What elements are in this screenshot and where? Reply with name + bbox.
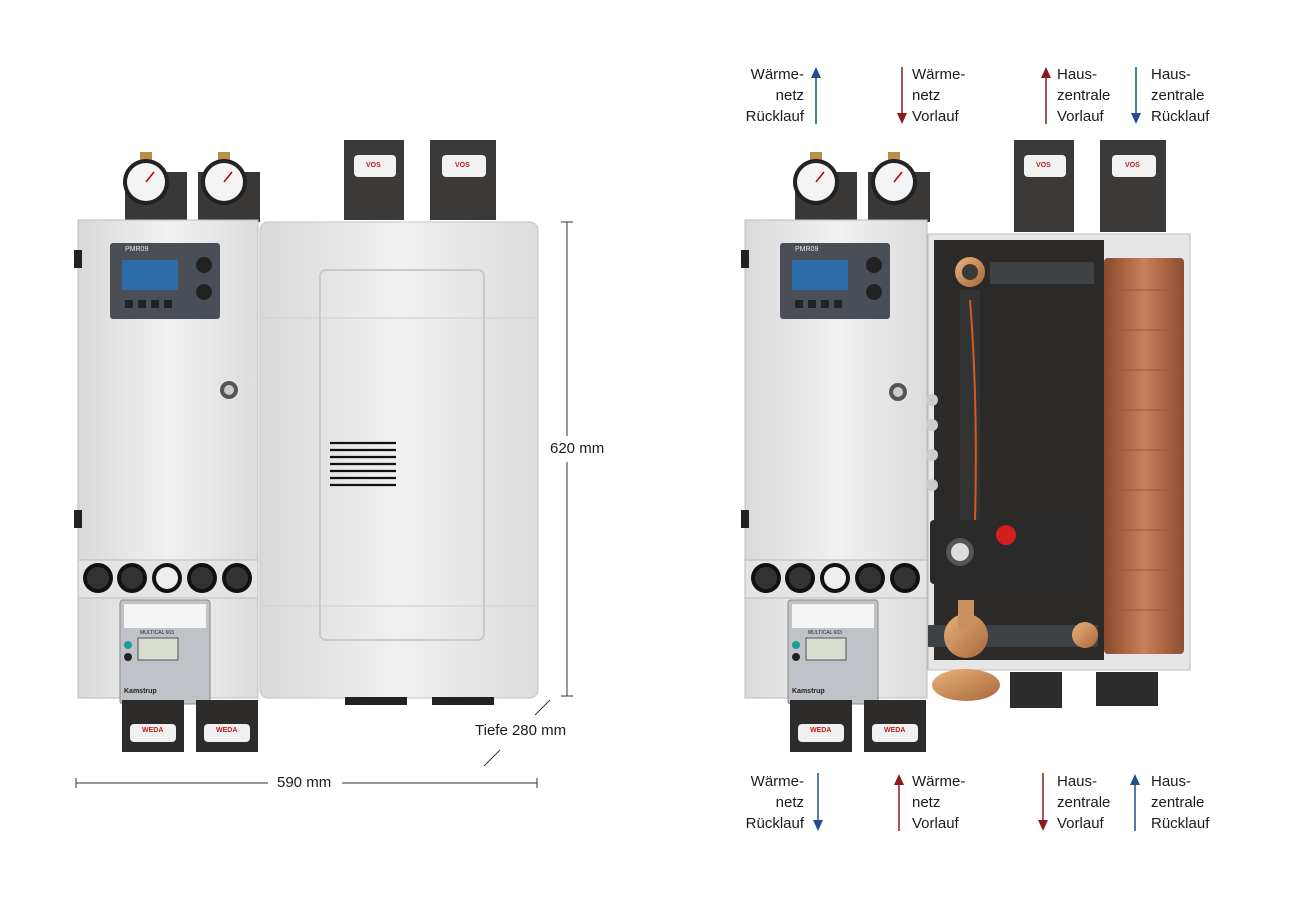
meter-brand-label: Kamstrup: [792, 688, 825, 695]
depth-dimension-label: Tiefe 280 mm: [475, 722, 567, 739]
open-unit: [741, 140, 1191, 752]
flow-arrows: [811, 67, 1141, 831]
width-dimension-label: 590 mm: [277, 774, 332, 791]
valve-brand-label: VOS: [366, 162, 381, 169]
arrow-up-icon: [811, 67, 821, 124]
actuator-brand-label: WEDA: [884, 727, 906, 734]
arrow-up-icon: [894, 774, 904, 831]
valve-brand-label: VOS: [1125, 162, 1140, 169]
controller-model-label: PMR09: [795, 246, 819, 253]
heat-exchanger-icon: [1104, 258, 1184, 654]
meter-model-label: MULTICAL 603: [808, 630, 842, 636]
valve-icon: [928, 600, 1098, 701]
pressure-gauge-icon: [793, 152, 839, 205]
actuator-brand-label: WEDA: [216, 727, 238, 734]
closed-unit: [74, 140, 539, 752]
actuator-brand-label: WEDA: [810, 727, 832, 734]
arrow-up-icon: [1041, 67, 1051, 124]
valve-brand-label: VOS: [455, 162, 470, 169]
pressure-gauge-icon: [123, 152, 169, 205]
pressure-gauge-icon: [201, 152, 247, 205]
pressure-gauge-icon: [871, 152, 917, 205]
arrow-up-icon: [1130, 774, 1140, 831]
arrow-down-icon: [897, 67, 907, 124]
valve-brand-label: VOS: [1036, 162, 1051, 169]
dimension-lines: [75, 221, 573, 788]
height-dimension-label: 620 mm: [550, 440, 605, 457]
actuator-brand-label: WEDA: [142, 727, 164, 734]
meter-model-label: MULTICAL 603: [140, 630, 174, 636]
arrow-down-icon: [813, 773, 823, 831]
arrow-down-icon: [1038, 773, 1048, 831]
arrow-down-icon: [1131, 67, 1141, 124]
meter-brand-label: Kamstrup: [124, 688, 157, 695]
controller-model-label: PMR09: [125, 246, 149, 253]
